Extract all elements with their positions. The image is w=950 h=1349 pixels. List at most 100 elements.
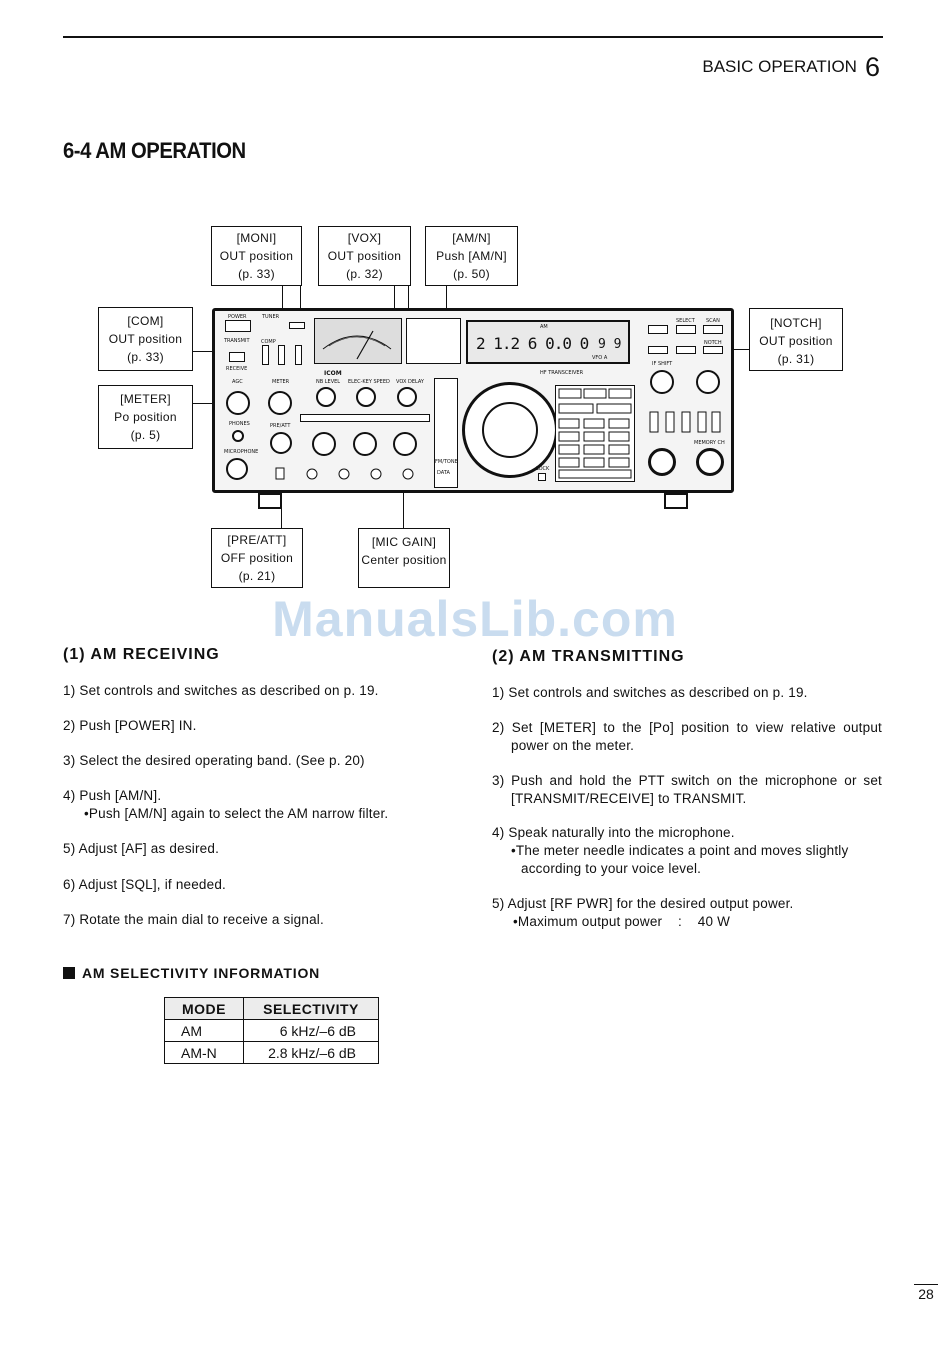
- if-shift-label: IF SHIFT: [652, 361, 673, 367]
- select-label: SELECT: [676, 318, 695, 324]
- mode-indicator: AM: [540, 324, 548, 330]
- step-text: Rotate the main dial to receive a signal…: [79, 912, 324, 927]
- moni-switch: [278, 345, 285, 365]
- table-cell-mode: AM: [164, 1019, 244, 1042]
- square-bullet-icon: [63, 967, 75, 979]
- step-number: 3): [492, 773, 505, 788]
- step-note: •Push [AM/N] again to select the AM narr…: [84, 806, 389, 821]
- af-rf-knob: [312, 432, 336, 456]
- scan-label: SCAN: [706, 318, 720, 324]
- step-text: Push [AM/N].: [79, 788, 162, 803]
- cw-filter-button: [676, 346, 696, 354]
- callout-meter-line: Po position: [114, 410, 177, 424]
- cw-pitch-sql-knob: [353, 432, 377, 456]
- column-header: MODE: [164, 997, 244, 1020]
- lock-button: [538, 473, 546, 481]
- notch-label: NOTCH: [704, 340, 722, 346]
- data-label: DATA: [437, 470, 450, 476]
- step-text: Adjust [AF] as desired.: [78, 841, 220, 856]
- step-text: Push [POWER] IN.: [79, 718, 197, 733]
- callout-vox-line: [VOX]: [347, 231, 382, 245]
- model-label: HF TRANSCEIVER: [540, 370, 584, 376]
- memory-ch-label: MEMORY CH: [694, 440, 725, 446]
- callout-com: [COM] OUT position (p. 33): [98, 307, 193, 371]
- callout-moni-line: [MONI]: [236, 231, 277, 245]
- section-name: BASIC OPERATION: [702, 57, 857, 76]
- agc-label: AGC: [232, 379, 243, 385]
- mode-button-column: [434, 378, 458, 488]
- receiving-step: 7) Rotate the main dial to receive a sig…: [63, 911, 463, 929]
- table-header-row: MODE SELECTIVITY: [164, 997, 379, 1020]
- callout-pre-att: [PRE/ATT] OFF position (p. 21): [211, 528, 303, 588]
- meter-knob: [268, 391, 292, 415]
- scan-button-b: [703, 325, 723, 334]
- callout-vox-line: (p. 32): [346, 267, 383, 281]
- keypad-keys-icon: [558, 388, 632, 479]
- step-text: Set [METER] to the [Po] position to view…: [511, 720, 882, 753]
- callout-notch-line: (p. 31): [777, 352, 815, 366]
- memory-switches-icon: [649, 411, 721, 433]
- frequency-display: AM 2 1.2 6 0.0 0 9 9 VFO A: [466, 320, 630, 364]
- meter-face-icon: [322, 330, 392, 360]
- power-switch: [225, 320, 251, 332]
- frequency-readout: 2 1.2 6 0.0 0: [476, 334, 589, 353]
- callout-com-line: [COM]: [127, 314, 164, 328]
- meter-knob-label: METER: [272, 379, 290, 385]
- nb-level-knob: [316, 387, 336, 407]
- nb-level-label: NB LEVEL: [316, 379, 341, 385]
- scan-button-a: [676, 325, 696, 334]
- callout-pre-att-line: [PRE/ATT]: [227, 533, 287, 547]
- step-number: 7): [63, 912, 76, 927]
- phones-jack: [232, 430, 244, 442]
- lock-label: LOCK: [536, 466, 550, 472]
- callout-meter-line: (p. 5): [130, 428, 161, 442]
- receiving-step: 2) Push [POWER] IN.: [63, 717, 463, 735]
- callout-pre-att-line: OFF position: [220, 551, 294, 565]
- callout-moni-line: OUT position: [219, 249, 294, 263]
- callout-moni-line: (p. 33): [238, 267, 275, 281]
- step-text: Select the desired operating band. (See …: [79, 753, 365, 768]
- elec-key-speed-knob: [356, 387, 376, 407]
- receiving-step: 1) Set controls and switches as describe…: [63, 682, 463, 700]
- power-label: POWER: [228, 314, 247, 320]
- memory-channel-readout: 9 9: [598, 337, 622, 352]
- agc-knob: [226, 391, 250, 415]
- callout-notch-line: [NOTCH]: [770, 316, 822, 330]
- receiving-step: 5) Adjust [AF] as desired.: [63, 840, 463, 858]
- step-number: 4): [492, 825, 505, 840]
- callout-meter: [METER] Po position (p. 5): [98, 385, 193, 449]
- radio-foot: [664, 493, 688, 509]
- transmitting-title: (2) AM TRANSMITTING: [492, 648, 685, 665]
- step-number: 1): [492, 685, 505, 700]
- radio-foot: [258, 493, 282, 509]
- if-shift-knob: [650, 370, 674, 394]
- table-cell-selectivity: 2.8 kHz/–6 dB: [243, 1041, 379, 1064]
- receive-label: RECEIVE: [226, 366, 248, 372]
- transmitting-step: 1) Set controls and switches as describe…: [492, 684, 882, 702]
- callout-vox-line: OUT position: [327, 249, 402, 263]
- column-header: SELECTIVITY: [243, 997, 379, 1020]
- section-header: BASIC OPERATION 6: [702, 48, 880, 82]
- transmitting-step: 4) Speak naturally into the microphone. …: [492, 824, 882, 878]
- step-number: 5): [63, 841, 76, 856]
- table-cell-selectivity: 6 kHz/–6 dB: [243, 1019, 379, 1042]
- vox-delay-label: VOX DELAY: [396, 379, 424, 385]
- callout-notch: [NOTCH] OUT position (p. 31): [749, 308, 843, 371]
- page-title: 6-4 AM OPERATION: [63, 138, 246, 163]
- callout-pre-att-line: (p. 21): [238, 569, 276, 583]
- callout-mic-gain-line: Center position: [361, 553, 447, 567]
- main-dial-inner: [482, 402, 538, 458]
- step-text: Speak naturally into the microphone.: [508, 825, 735, 840]
- notch-button: [703, 346, 723, 354]
- callout-amn-line: (p. 50): [453, 267, 490, 281]
- step-note: •The meter needle indicates a point and …: [511, 843, 849, 876]
- comp-label: COMP: [261, 339, 276, 345]
- callout-amn-line: Push [AM/N]: [436, 249, 507, 263]
- pre-att-knob: [270, 432, 292, 454]
- callout-amn-line: [AM/N]: [452, 231, 491, 245]
- step-number: 5): [492, 896, 505, 911]
- header-rule: [63, 36, 883, 38]
- callout-com-line: (p. 33): [127, 350, 164, 364]
- callout-meter-line: [METER]: [120, 392, 171, 406]
- step-note: •Maximum output power : 40 W: [513, 914, 731, 929]
